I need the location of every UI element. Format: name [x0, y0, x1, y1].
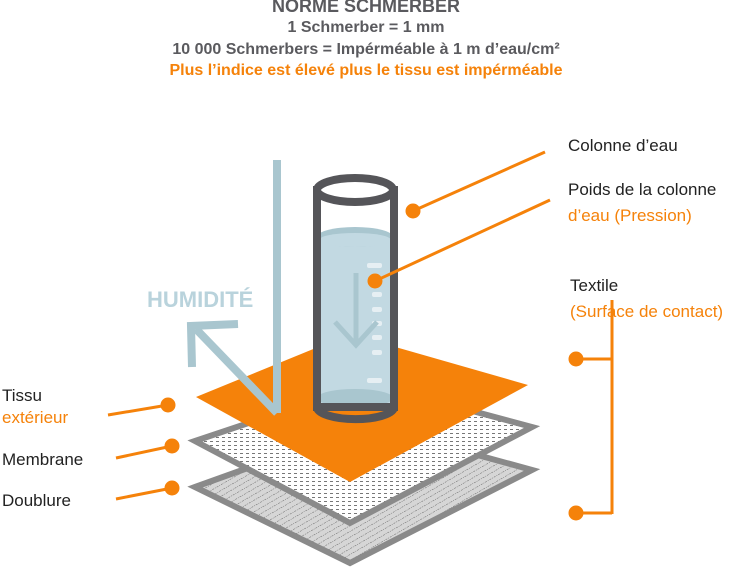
label-surface: (Surface de contact) — [570, 302, 724, 321]
label-membrane: Membrane — [2, 450, 84, 469]
subtitle-line-3: Plus l’indice est élevé plus le tissu es… — [169, 62, 563, 79]
label-textile: Textile — [570, 276, 619, 295]
humidity-label: HUMIDITÉ — [147, 287, 254, 312]
pressure-arrow-icon — [333, 273, 379, 349]
label-colonne: Colonne d’eau — [568, 136, 678, 155]
label-poids: Poids de la colonne — [568, 180, 717, 199]
water-column — [313, 174, 398, 424]
label-pression: d’eau (Pression) — [568, 206, 692, 225]
label-exterieur: extérieur — [2, 408, 69, 427]
humidity-arrow — [186, 160, 281, 416]
subtitle-line-1: 1 Schmerber = 1 mm — [287, 19, 445, 36]
label-tissu: Tissu — [2, 386, 42, 405]
subtitle-line-2: 10 000 Schmerbers = Impérméable à 1 m d’… — [172, 41, 560, 58]
title: NORME SCHMERBER — [271, 0, 460, 16]
label-doublure: Doublure — [2, 491, 71, 510]
